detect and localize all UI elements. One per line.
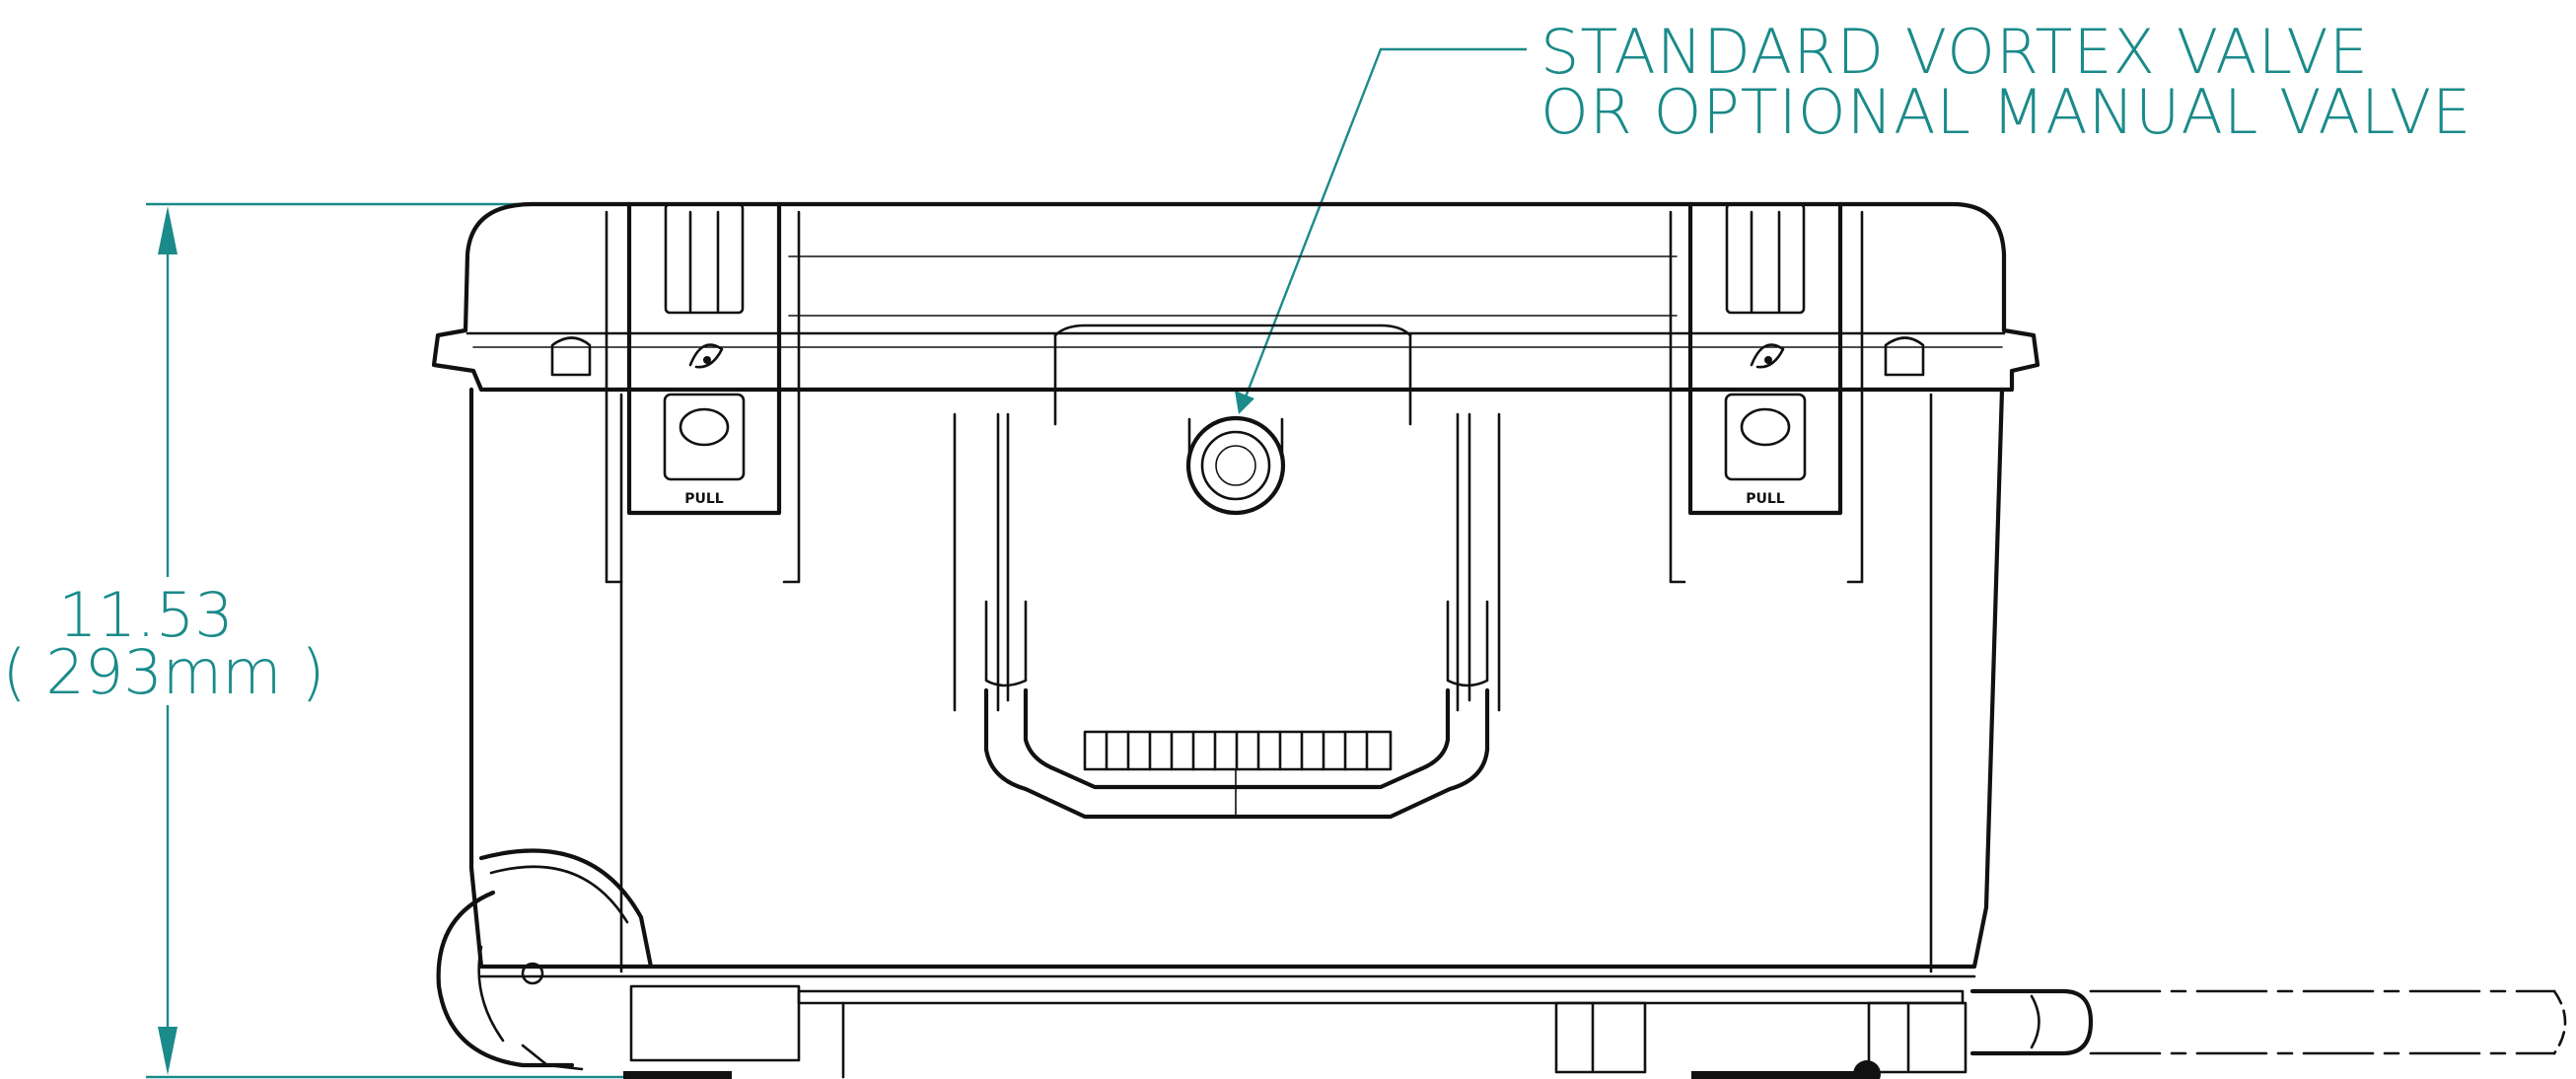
- pressure-valve: [1185, 415, 1286, 516]
- carry-handle: [983, 687, 1490, 820]
- dimension-arrow-top: [158, 206, 178, 254]
- wheel-assembly: [436, 848, 801, 1071]
- latch-label-left: PULL: [684, 491, 724, 507]
- callout-text-line1: STANDARD VORTEX VALVE: [1540, 16, 2369, 88]
- latch-label-right: PULL: [1746, 491, 1785, 507]
- callout-text-line2: OR OPTIONAL MANUAL VALVE: [1540, 76, 2471, 148]
- dimension-arrow-bottom: [158, 1027, 178, 1075]
- callout-leader-line: [1243, 47, 1527, 400]
- extension-handle: [1969, 988, 2567, 1056]
- callout-arrow-icon: [1235, 391, 1254, 414]
- valve-callout: STANDARD VORTEX VALVE OR OPTIONAL MANUAL…: [1235, 16, 2471, 414]
- base-rail: [623, 989, 1968, 1079]
- handle-recess: [953, 412, 1501, 712]
- height-mm-label: ( 293mm ): [3, 636, 325, 708]
- height-dimension: 11.53 ( 293mm ): [3, 202, 631, 1079]
- case-drawing: PULL PULL: [431, 201, 2567, 1079]
- latch-right: PULL: [1669, 201, 1864, 584]
- height-inches-label: 11.53: [58, 579, 234, 651]
- case-lid-outline: [431, 201, 2040, 393]
- case-body-outline: [468, 387, 2005, 970]
- latch-left: PULL: [605, 201, 801, 584]
- handle-grip: [1083, 730, 1393, 771]
- wheel: [436, 890, 575, 1068]
